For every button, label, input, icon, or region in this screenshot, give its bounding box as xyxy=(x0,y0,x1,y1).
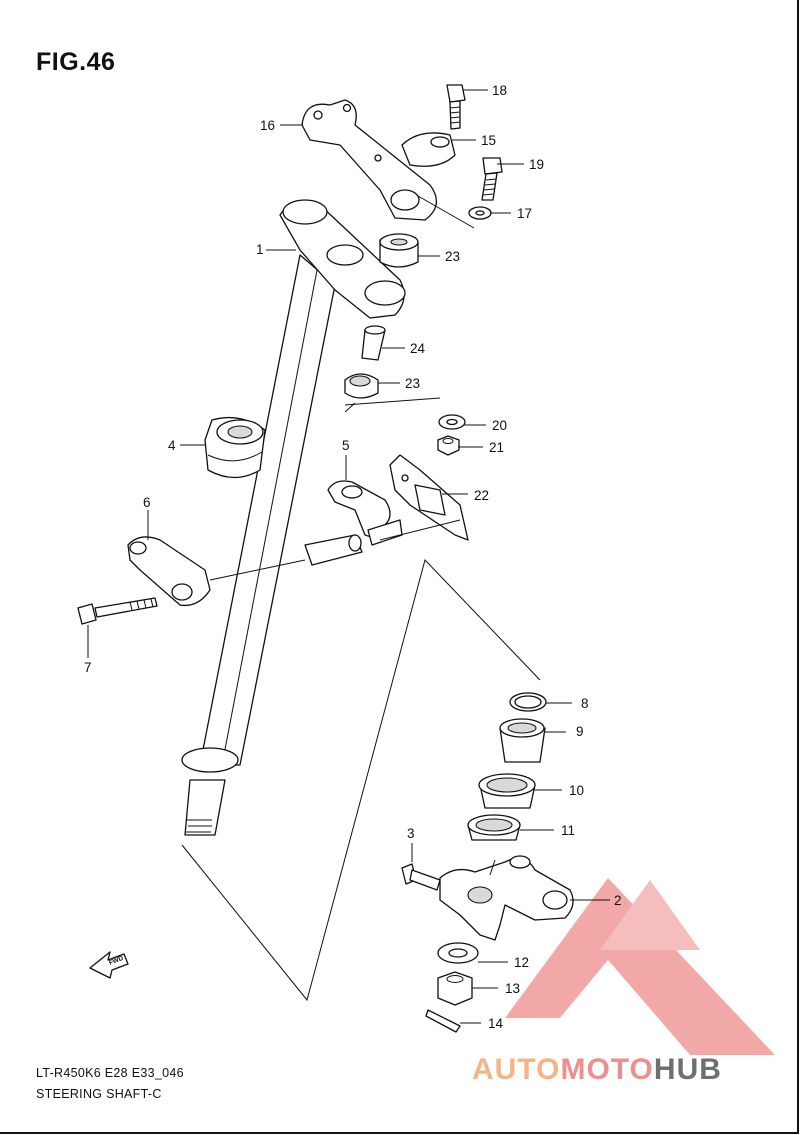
callout-12: 12 xyxy=(514,955,529,970)
bolt-19 xyxy=(481,157,503,201)
nut-13 xyxy=(437,971,473,1006)
nut-21 xyxy=(437,435,460,456)
watermark-text: AUTOMOTOHUB xyxy=(472,1053,722,1087)
callout-7: 7 xyxy=(84,660,92,675)
handlebar-holder xyxy=(401,132,456,167)
forward-arrow-icon: FWD xyxy=(89,951,129,979)
callout-6: 6 xyxy=(143,495,151,510)
callout-13: 13 xyxy=(505,981,520,996)
callout-18: 18 xyxy=(492,83,507,98)
callout-10: 10 xyxy=(569,783,584,798)
knuckle-arm-2 xyxy=(439,855,574,941)
callout-20: 20 xyxy=(492,418,507,433)
callout-23-lower: 23 xyxy=(405,376,420,391)
bolt-18 xyxy=(446,84,466,130)
upper-bracket xyxy=(301,99,437,221)
collar-24 xyxy=(361,325,386,361)
bolt-3 xyxy=(401,863,441,891)
rubber-bushing-23-upper xyxy=(379,233,419,268)
callout-14: 14 xyxy=(488,1016,504,1031)
washer-12 xyxy=(437,942,479,964)
callout-11: 11 xyxy=(561,823,575,838)
callout-3: 3 xyxy=(407,826,415,841)
washer-20 xyxy=(438,414,466,430)
callout-labels: 1 2 3 4 5 6 7 8 9 10 11 12 13 14 15 16 1… xyxy=(84,83,622,1031)
bushing-9 xyxy=(499,718,546,763)
diagram-caption: STEERING SHAFT-C xyxy=(36,1087,162,1101)
callout-1: 1 xyxy=(256,242,264,257)
bolt-7 xyxy=(77,597,158,625)
cotter-pin-14 xyxy=(425,1009,461,1033)
callout-5: 5 xyxy=(342,438,350,453)
callout-22: 22 xyxy=(474,488,489,503)
oil-seal-8 xyxy=(509,692,547,712)
washer-17 xyxy=(468,206,492,220)
figure-title: FIG.46 xyxy=(36,48,116,76)
callout-23-upper: 23 xyxy=(445,249,460,264)
callout-2: 2 xyxy=(614,893,622,908)
steering-boot-4 xyxy=(204,416,266,479)
callout-24: 24 xyxy=(410,341,426,356)
bracket-22 xyxy=(389,454,469,541)
callout-4: 4 xyxy=(168,438,176,453)
callout-15: 15 xyxy=(481,133,496,148)
bearing-10 xyxy=(478,773,536,809)
callout-16: 16 xyxy=(260,118,275,133)
leader-lines xyxy=(87,89,610,1024)
bearing-race-11 xyxy=(467,814,521,841)
assembly-lines xyxy=(181,195,541,1002)
callout-8: 8 xyxy=(581,696,589,711)
callout-21: 21 xyxy=(489,440,504,455)
watermark-part-auto: AUTO xyxy=(472,1053,561,1086)
callout-9: 9 xyxy=(576,724,584,739)
rubber-bushing-23-lower xyxy=(344,373,379,399)
callout-19: 19 xyxy=(529,157,544,172)
shaft-clamp-5 xyxy=(327,480,403,546)
diagram-code: LT-R450K6 E28 E33_046 xyxy=(36,1066,184,1080)
watermark-part-moto: MOTO xyxy=(560,1053,654,1086)
steering-shaft xyxy=(181,199,406,836)
lower-holder-6 xyxy=(127,534,363,607)
watermark-part-hub: HUB xyxy=(653,1053,722,1086)
callout-17: 17 xyxy=(517,206,532,221)
watermark-logo xyxy=(505,878,775,1055)
